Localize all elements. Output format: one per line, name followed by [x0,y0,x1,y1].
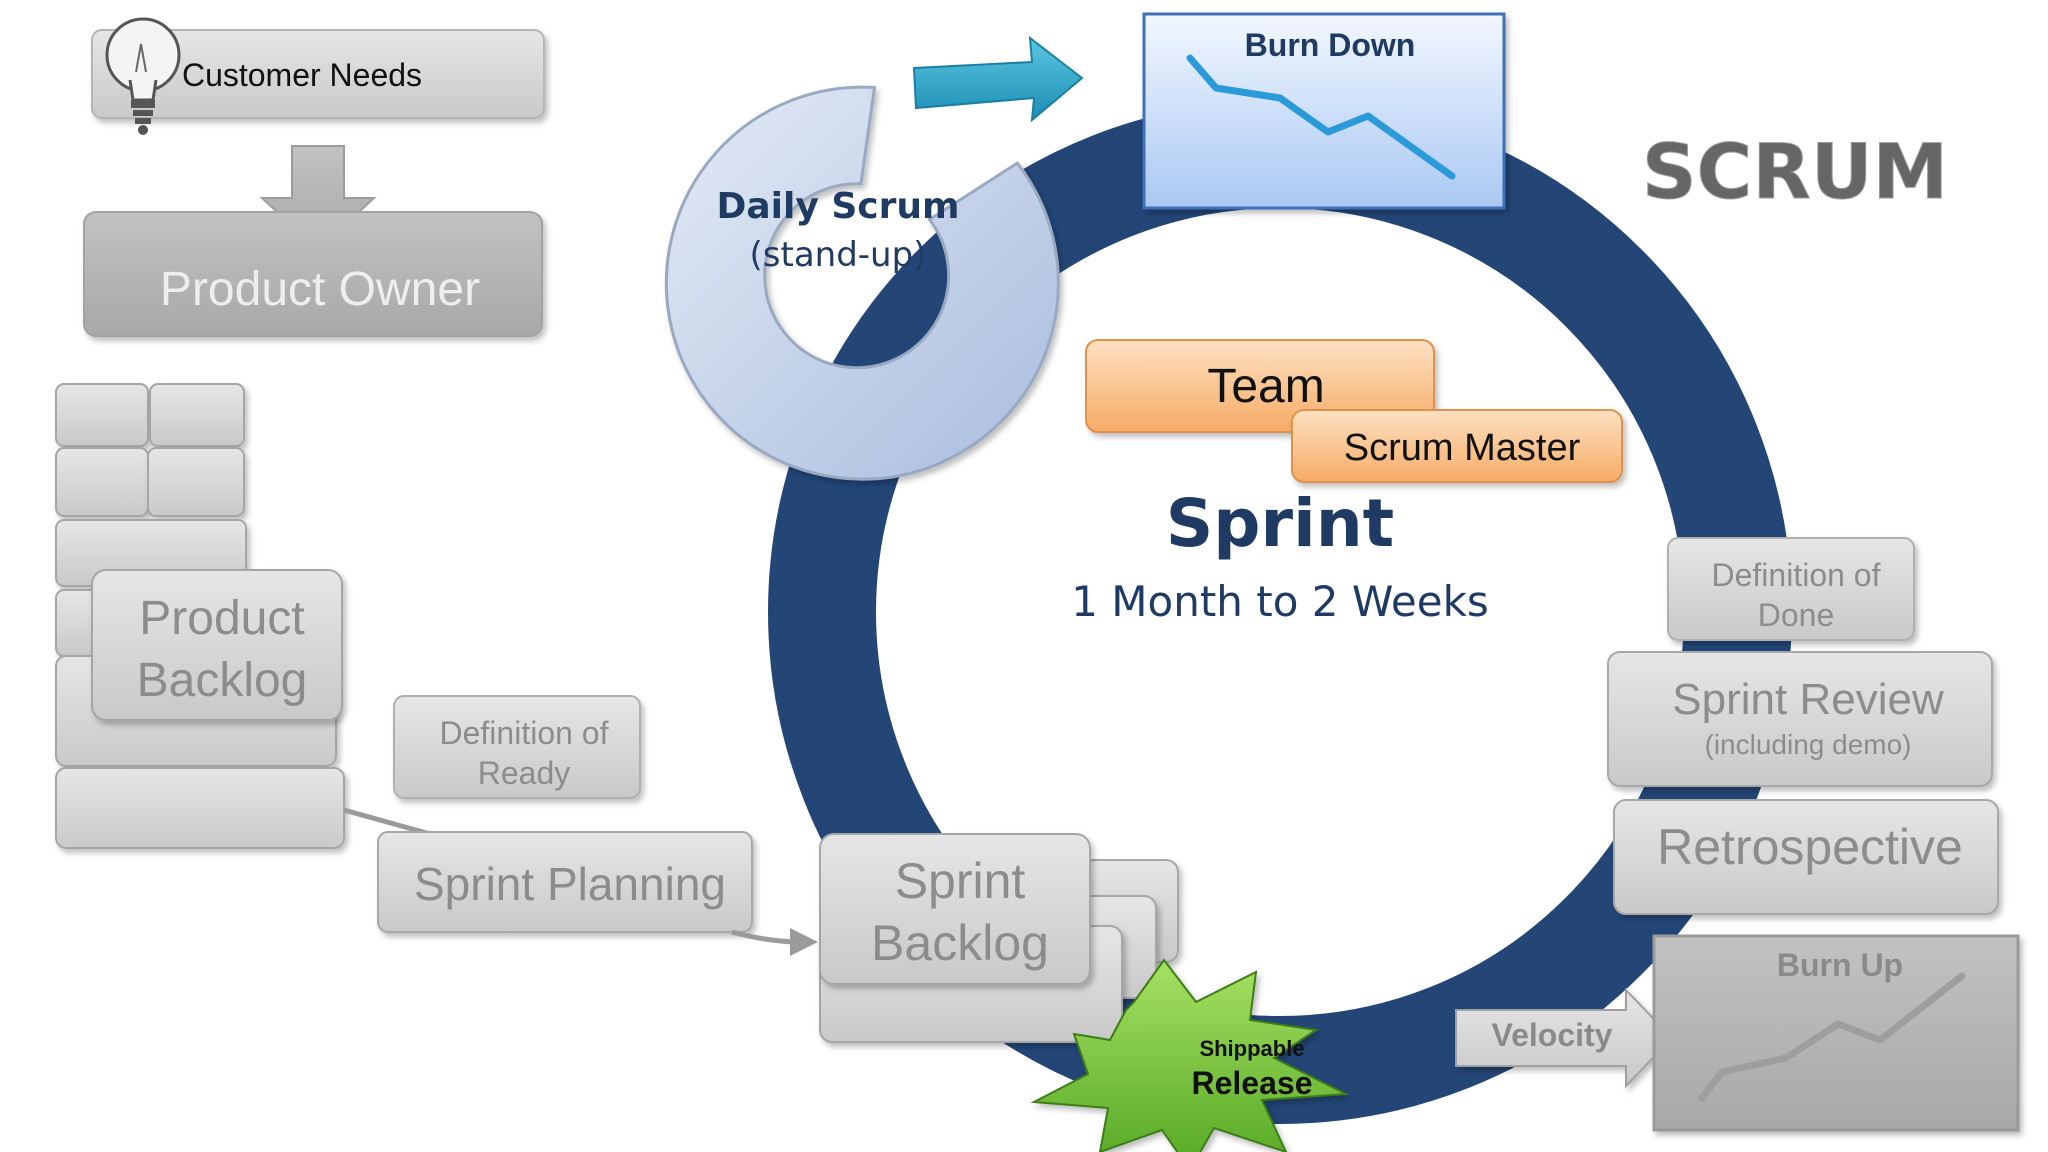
definition-of-done-line2: Done [1758,597,1835,633]
scrum-title: SCRUM [1642,127,1948,216]
customer-needs-label: Customer Needs [182,57,422,93]
planning-to-backlog-arrow [731,929,801,945]
definition-of-ready-line1: Definition of [440,715,609,751]
backlog-connector [343,807,431,837]
planning-arrowhead [790,928,818,956]
shippable-label: Shippable [1199,1036,1304,1061]
product-backlog-line1: Product [139,592,304,645]
sprint-review-sub: (including demo) [1705,729,1912,760]
velocity-arrow [1455,987,1674,1089]
definition-of-ready-box [393,695,641,799]
sprint-review-label: Sprint Review [1672,675,1944,724]
definition-of-ready-line2: Ready [478,755,571,791]
sprint-review-box [1607,651,1993,787]
customer-needs-box [91,29,545,119]
burn-down-title: Burn Down [1245,27,1416,63]
sprint-planning-box [377,831,753,933]
velocity-label: Velocity [1492,1017,1613,1053]
scrum-master-box [1291,409,1623,483]
sprint-planning-label: Sprint Planning [414,858,726,910]
product-owner-label: Product Owner [160,263,480,316]
retrospective-box [1613,799,1999,915]
sprint-backlog-box [819,833,1091,985]
product-backlog-box [91,569,343,721]
daily-scrum-label: Daily Scrum [716,186,959,227]
sprint-backlog-line2: Backlog [871,915,1049,971]
burn-down-box [1142,12,1506,210]
burn-up-box [1652,934,2020,1132]
daily-scrum-ring [664,85,1060,481]
definition-of-done-line1: Definition of [1712,557,1881,593]
sprint-label: Sprint [1166,485,1395,562]
burn-up-line [1698,972,1966,1102]
lightbulb-icon [105,17,181,135]
definition-of-done-box [1667,537,1915,641]
sprint-duration: 1 Month to 2 Weeks [1071,577,1489,626]
release-label: Release [1192,1065,1313,1101]
daily-scrum-sub: (stand-up) [750,235,927,275]
product-owner-box [83,211,543,337]
burn-up-title: Burn Up [1777,947,1903,983]
burn-down-line [1186,54,1456,180]
daily-to-burndown-arrow [912,35,1084,123]
retrospective-label: Retrospective [1657,819,1963,875]
team-label: Team [1207,360,1324,413]
scrum-master-label: Scrum Master [1344,427,1581,469]
shippable-release-burst [1030,958,1350,1152]
product-backlog-line2: Backlog [137,654,308,707]
sprint-backlog-line1: Sprint [895,853,1026,909]
